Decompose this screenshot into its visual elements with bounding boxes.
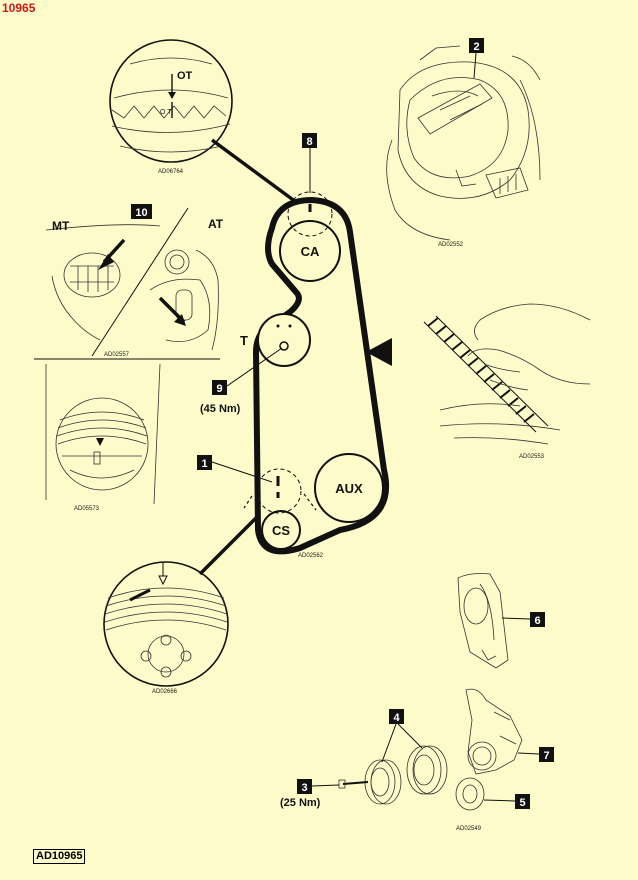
lower-cover-sketch — [465, 688, 523, 775]
upper-cover-sketch — [457, 573, 509, 669]
footer-id: AD10965 — [33, 849, 86, 864]
ot-mark-inset — [109, 39, 233, 163]
crankshaft-sprocket — [261, 510, 301, 550]
callout-6: 6 — [534, 615, 540, 627]
ref-ad02562: AD02562 — [298, 553, 324, 559]
tensioner-bolt — [279, 341, 289, 351]
callout-4-box — [389, 709, 404, 724]
crank-pulley-parts — [338, 745, 485, 811]
tensioner-torque: (45 Nm) — [200, 403, 241, 415]
callout-6-box — [530, 612, 545, 627]
callout-7-leader — [517, 752, 540, 755]
ref-ad05573: AD05573 — [74, 506, 100, 512]
callout-5-box — [515, 794, 530, 809]
callout-1-box — [197, 455, 212, 470]
diagram-id: 10965 — [2, 1, 36, 15]
callout-10: 10 — [135, 207, 147, 219]
ref-ad02553: AD02553 — [519, 454, 545, 460]
flywheel-mark-inset — [45, 363, 161, 505]
mt-at-inset — [34, 207, 220, 360]
timing-belt — [253, 197, 390, 555]
callout-10-box — [131, 204, 152, 219]
callout-6-leader — [501, 617, 531, 620]
belt-layout — [243, 191, 392, 555]
crankshaft-mark-circle — [256, 468, 302, 514]
belt-check-sketch — [423, 303, 591, 445]
ref-ad02549: AD02549 — [456, 826, 482, 832]
bolt-torque: (25 Nm) — [280, 797, 321, 809]
auxiliary-pulley — [314, 453, 384, 523]
callout-9: 9 — [216, 383, 222, 395]
tensioner-label: T — [240, 333, 248, 348]
callout-2-leader — [473, 52, 477, 79]
callout-8-box — [302, 133, 317, 148]
callout-4-leader-b — [397, 723, 423, 749]
ot-label: OT — [177, 70, 193, 82]
tensioner-pulley — [257, 313, 311, 367]
callout-1-leader — [211, 461, 273, 483]
distributor-sketch — [386, 45, 541, 241]
crankshaft-label: CS — [272, 523, 290, 538]
ot-small-label: O T — [160, 109, 172, 116]
callout-3: 3 — [301, 782, 307, 794]
at-label: AT — [208, 217, 224, 231]
crank-pulley-inset — [103, 514, 260, 687]
callout-2: 2 — [473, 41, 479, 53]
ot-inset-leader — [210, 138, 298, 204]
mt-label: MT — [52, 219, 70, 233]
callout-5-leader — [483, 799, 516, 802]
callout-7-box — [539, 747, 554, 762]
camshaft-pulley — [279, 220, 341, 282]
camshaft-label: CA — [301, 244, 320, 259]
ref-ad06764: AD06764 — [158, 169, 184, 175]
callout-3-leader — [311, 784, 340, 787]
callout-9-box — [212, 380, 227, 395]
rotation-direction-arrow-icon — [366, 338, 392, 366]
callout-1: 1 — [201, 458, 207, 470]
ref-ad02552: AD02552 — [438, 242, 464, 248]
ref-ad02557: AD02557 — [104, 352, 130, 358]
callout-3-box — [297, 779, 312, 794]
callout-4: 4 — [393, 712, 400, 724]
ref-ad02666: AD02666 — [152, 689, 178, 695]
auxiliary-label: AUX — [335, 481, 363, 496]
callout-7: 7 — [543, 750, 549, 762]
callout-9-leader — [226, 347, 283, 387]
callout-4-leader-a — [381, 723, 397, 763]
camshaft-mark-circle — [287, 191, 333, 237]
callout-5: 5 — [519, 797, 525, 809]
callout-2-box — [469, 38, 484, 53]
callout-8: 8 — [306, 136, 312, 148]
